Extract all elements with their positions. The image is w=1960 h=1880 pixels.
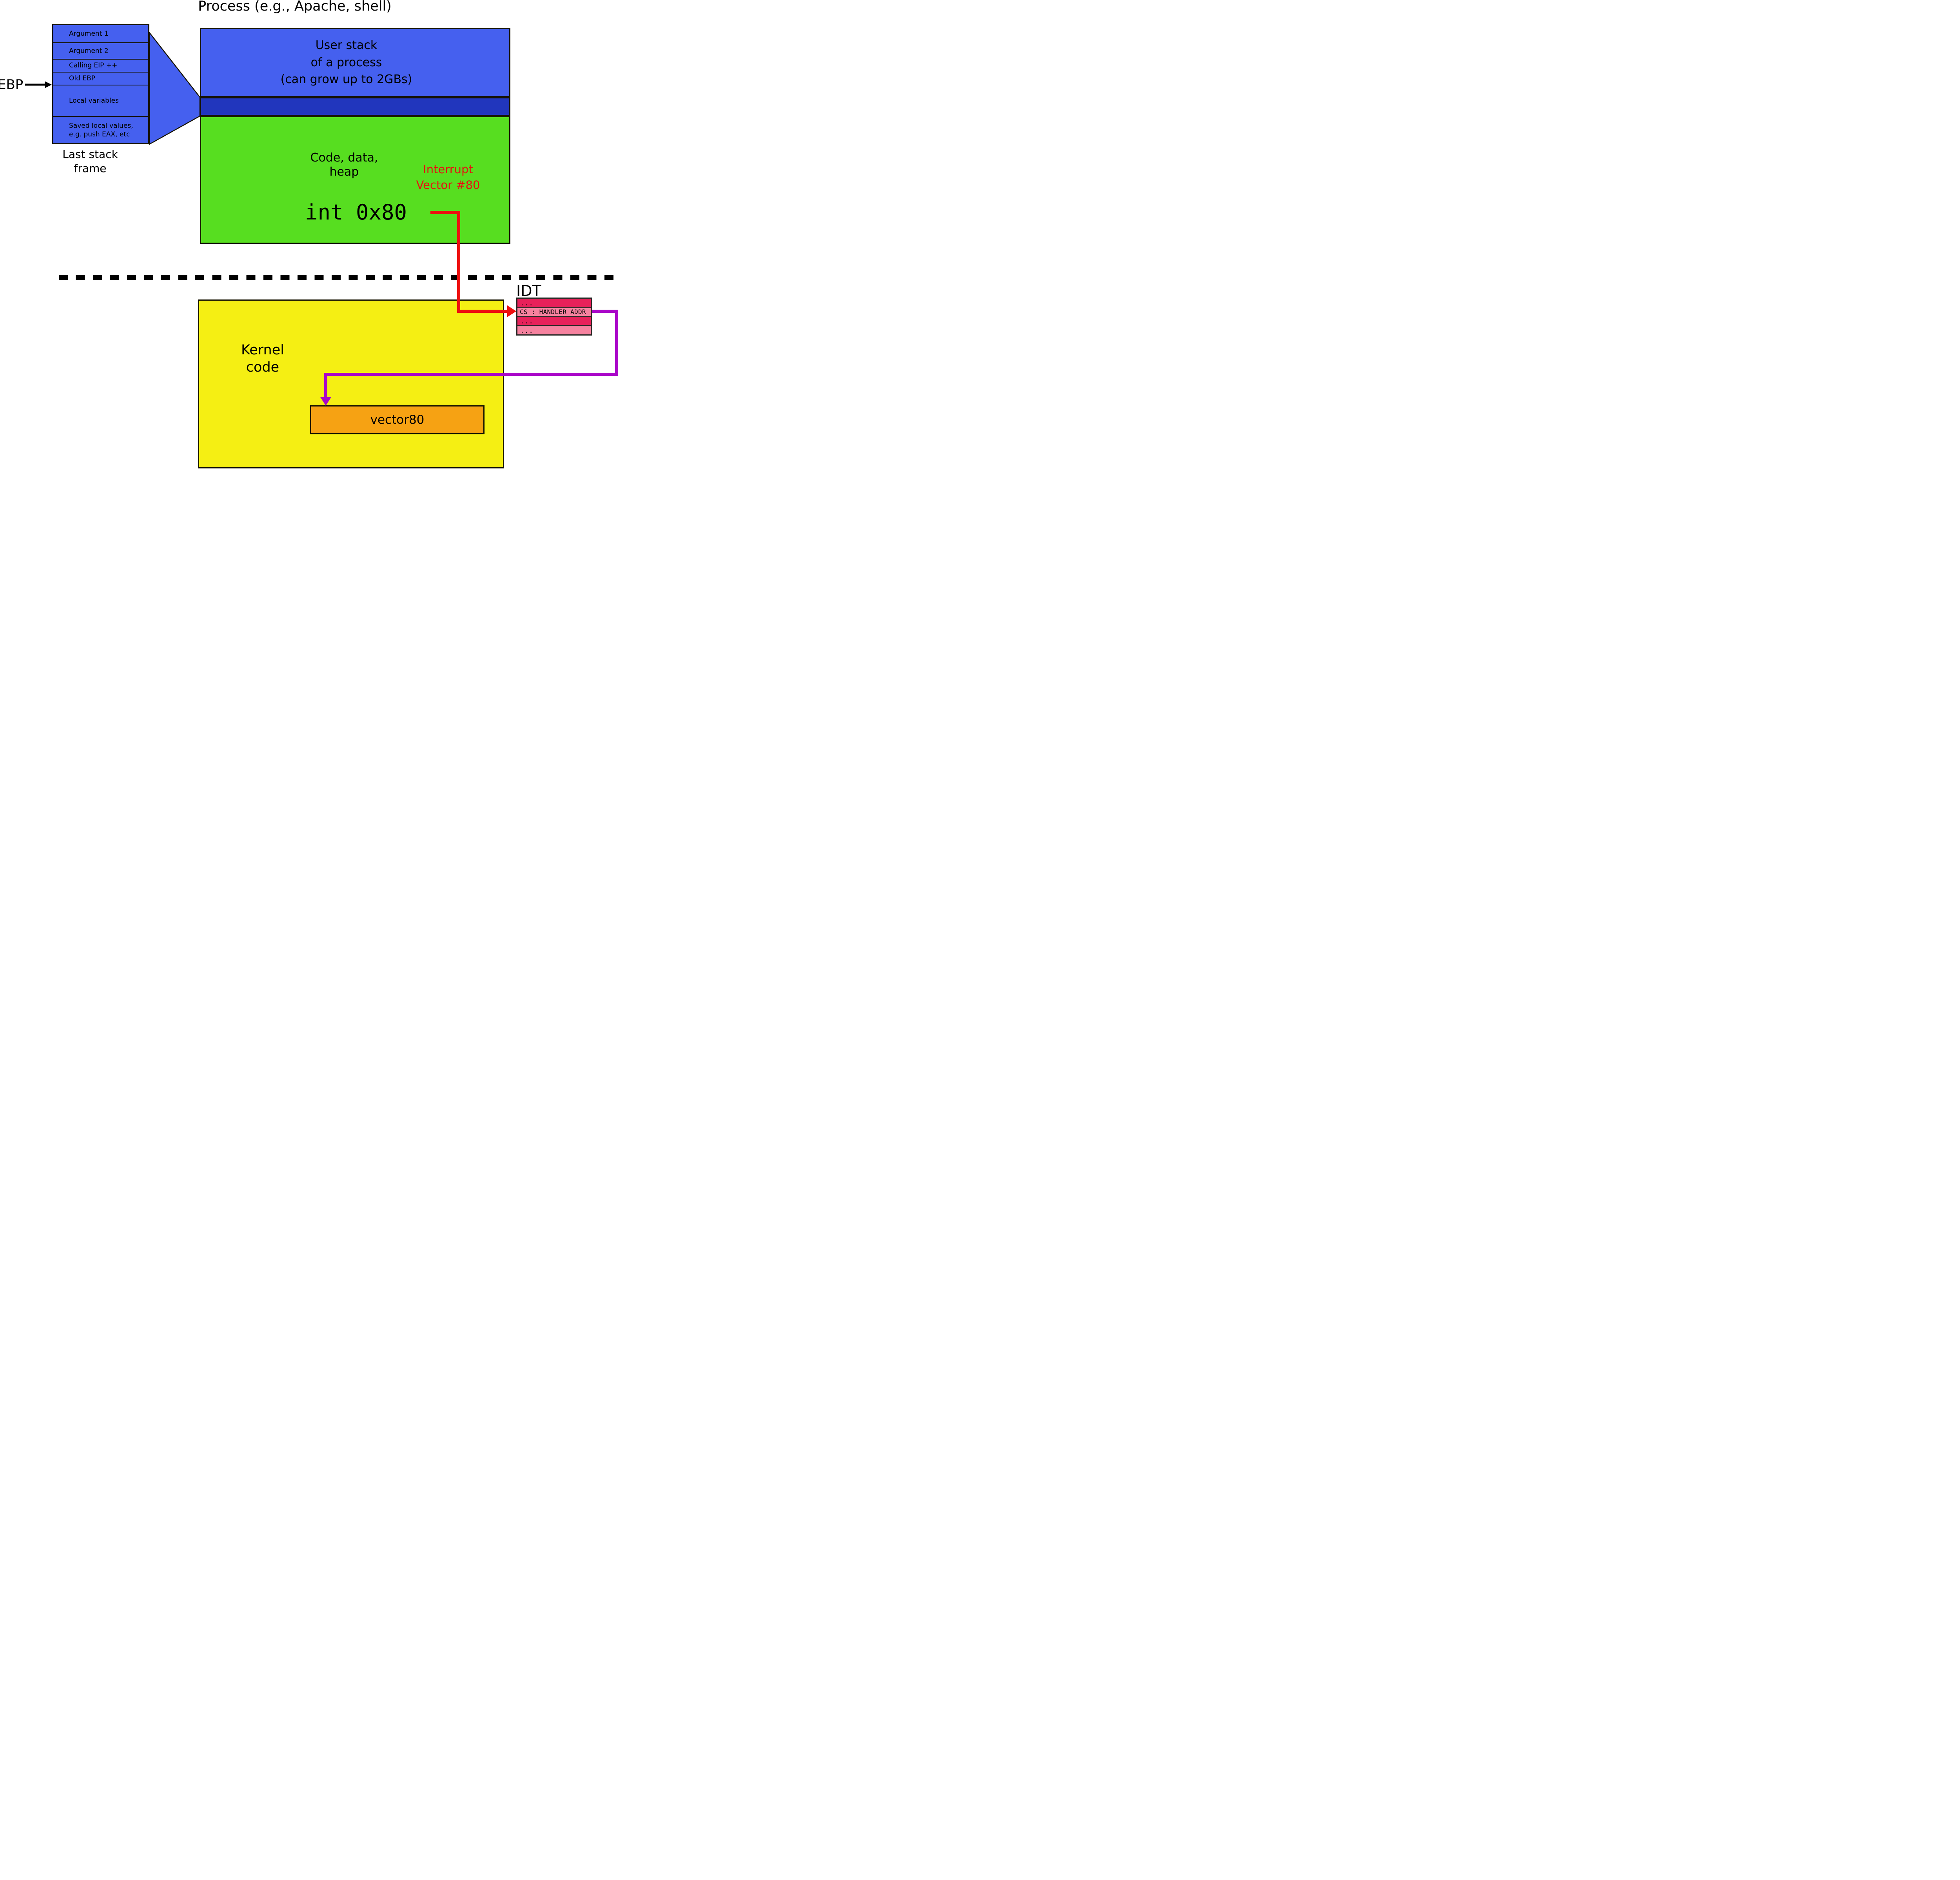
idt-row-cs-handler: CS : HANDLER ADDR	[517, 307, 591, 316]
idt-row-text: ...	[520, 299, 534, 308]
stack-row-label: Calling EIP ++	[69, 62, 118, 70]
caption-line: frame	[74, 162, 107, 175]
user-stack-box: User stack of a process (can grow up to …	[200, 28, 510, 97]
user-stack-line: (can grow up to 2GBs)	[280, 73, 412, 87]
stack-row-label: e.g. push EAX, etc	[69, 130, 130, 138]
code-label-line: heap	[329, 165, 359, 179]
last-stack-frame-caption: Last stack frame	[51, 147, 129, 176]
stack-row-argument-2: Argument 2	[53, 42, 148, 59]
stack-region-strip	[200, 97, 510, 116]
stack-row-old-ebp: Old EBP	[53, 71, 148, 85]
interrupt-label-line: Interrupt	[423, 163, 473, 176]
stack-frame-box: Argument 1 Argument 2 Calling EIP ++ Old…	[52, 24, 149, 144]
syscall-to-idt-arrow	[430, 211, 516, 317]
stack-row-local-variables: Local variables	[53, 85, 148, 116]
kernel-label-line: Kernel	[241, 342, 284, 358]
diagram-title: Process (e.g., Apache, shell)	[198, 0, 392, 14]
vector80-box: vector80	[310, 405, 485, 434]
syscall-instruction-label: int 0x80	[305, 200, 407, 225]
idt-table: ... CS : HANDLER ADDR ... ...	[516, 298, 592, 336]
kernel-label-line: code	[246, 359, 279, 375]
idt-row-text: CS : HANDLER ADDR	[520, 308, 586, 316]
ebp-label: EBP	[0, 77, 24, 93]
user-stack-line: User stack	[315, 38, 377, 53]
interrupt-label-line: Vector #80	[416, 178, 480, 192]
kernel-code-label: Kernel code	[212, 342, 314, 376]
code-data-heap-box	[200, 116, 510, 244]
idt-row-ellipsis: ...	[517, 316, 591, 325]
stack-row-label: Saved local values,	[69, 122, 133, 130]
stack-row-label: Argument 1	[69, 30, 109, 38]
interrupt-vector-label: Interrupt Vector #80	[397, 162, 499, 193]
stack-row-label: Old EBP	[69, 74, 95, 83]
stack-row-argument-1: Argument 1	[53, 25, 148, 42]
vector80-label: vector80	[370, 413, 425, 427]
stack-row-label: Local variables	[69, 97, 119, 105]
idt-row-ellipsis: ...	[517, 299, 591, 307]
caption-line: Last stack	[62, 148, 118, 161]
kernel-code-box	[198, 299, 504, 468]
stack-row-saved-values: Saved local values, e.g. push EAX, etc	[53, 116, 148, 143]
arrows-layer	[25, 81, 619, 406]
ebp-arrow	[25, 81, 52, 88]
stack-row-calling-eip: Calling EIP ++	[53, 59, 148, 71]
idt-title: IDT	[516, 282, 541, 299]
idt-row-text: ...	[520, 327, 534, 335]
stack-row-label: Argument 2	[69, 47, 109, 55]
code-data-heap-label: Code, data, heap	[285, 151, 403, 179]
idt-row-ellipsis: ...	[517, 325, 591, 334]
idt-row-text: ...	[520, 317, 534, 325]
idt-to-vector80-arrow	[320, 310, 618, 406]
os-syscall-diagram: Argument 1 Argument 2 Calling EIP ++ Old…	[0, 0, 619, 470]
user-stack-line: of a process	[310, 55, 382, 69]
code-label-line: Code, data,	[310, 151, 378, 165]
